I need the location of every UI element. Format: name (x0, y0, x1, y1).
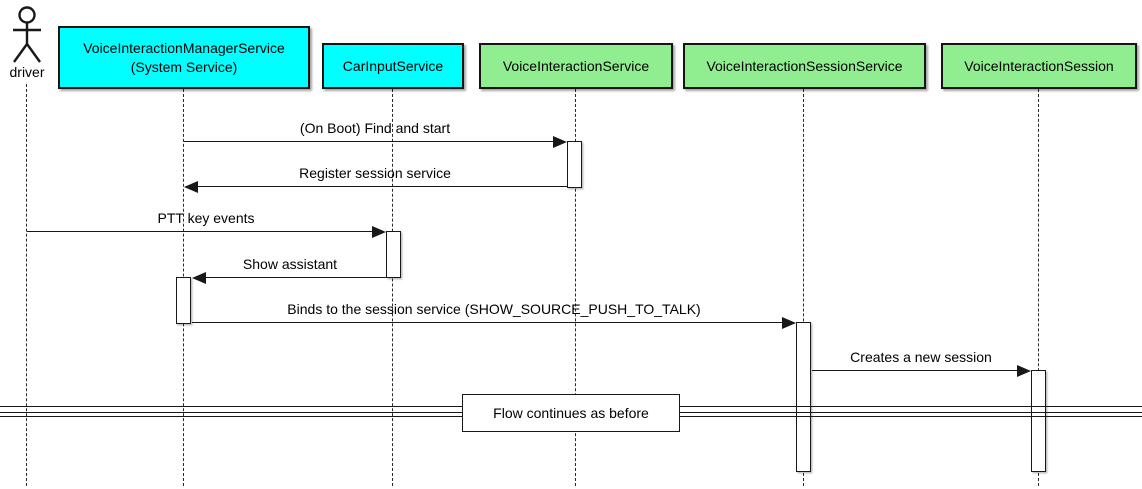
message-line (27, 231, 373, 232)
message-line (205, 277, 387, 278)
arrowhead-right-icon (782, 317, 796, 329)
lifeline-carinputservice (392, 89, 393, 486)
activation-carinputservice (386, 231, 401, 278)
participant-label: VoiceInteractionSessionService (706, 57, 903, 74)
divider-label-box: Flow continues as before (462, 394, 680, 432)
participant-label: VoiceInteractionSession (964, 57, 1114, 74)
divider-label: Flow continues as before (493, 405, 649, 421)
actor-label: driver (9, 64, 45, 80)
participant-label: CarInputService (342, 57, 444, 74)
lifeline-voiceinteractionservice (575, 89, 576, 486)
actor-icon (13, 6, 41, 63)
lifeline-voiceinteractionsessionservice (803, 89, 804, 486)
activation-voiceinteractionservice (567, 141, 582, 188)
arrowhead-right-icon (1017, 365, 1031, 377)
lifeline-voiceinteractionsession (1038, 89, 1039, 486)
participant-label-line2: (System Service) (130, 58, 238, 75)
arrowhead-right-icon (372, 226, 386, 238)
participant-label-line1: VoiceInteractionManagerService (83, 40, 285, 57)
message-label: Binds to the session service (SHOW_SOURC… (287, 301, 701, 317)
participant-carinputservice: CarInputService (322, 43, 464, 89)
activation-voiceinteractionsessionservice (796, 322, 811, 472)
message-line (812, 370, 1018, 371)
lifeline-driver (26, 84, 27, 486)
message-label: (On Boot) Find and start (299, 120, 451, 136)
participant-voiceinteractionmanagerservice: VoiceInteractionManagerService (System S… (58, 26, 310, 89)
message-label: Creates a new session (850, 349, 992, 365)
message-line (184, 141, 555, 142)
activation-voiceinteractionmanagerservice (176, 277, 191, 324)
participant-label: VoiceInteractionService (502, 57, 650, 74)
message-label: Show assistant (242, 256, 338, 272)
participant-voiceinteractionsessionservice: VoiceInteractionSessionService (683, 43, 926, 89)
arrowhead-left-icon (192, 272, 206, 284)
participant-voiceinteractionsession: VoiceInteractionSession (941, 43, 1137, 89)
message-line (192, 322, 783, 323)
message-label: PTT key events (157, 210, 255, 226)
participant-voiceinteractionservice: VoiceInteractionService (479, 43, 673, 89)
message-line (197, 186, 567, 187)
message-label: Register session service (299, 165, 451, 181)
arrowhead-left-icon (184, 181, 198, 193)
activation-voiceinteractionsession (1031, 370, 1046, 472)
arrowhead-right-icon (553, 136, 567, 148)
